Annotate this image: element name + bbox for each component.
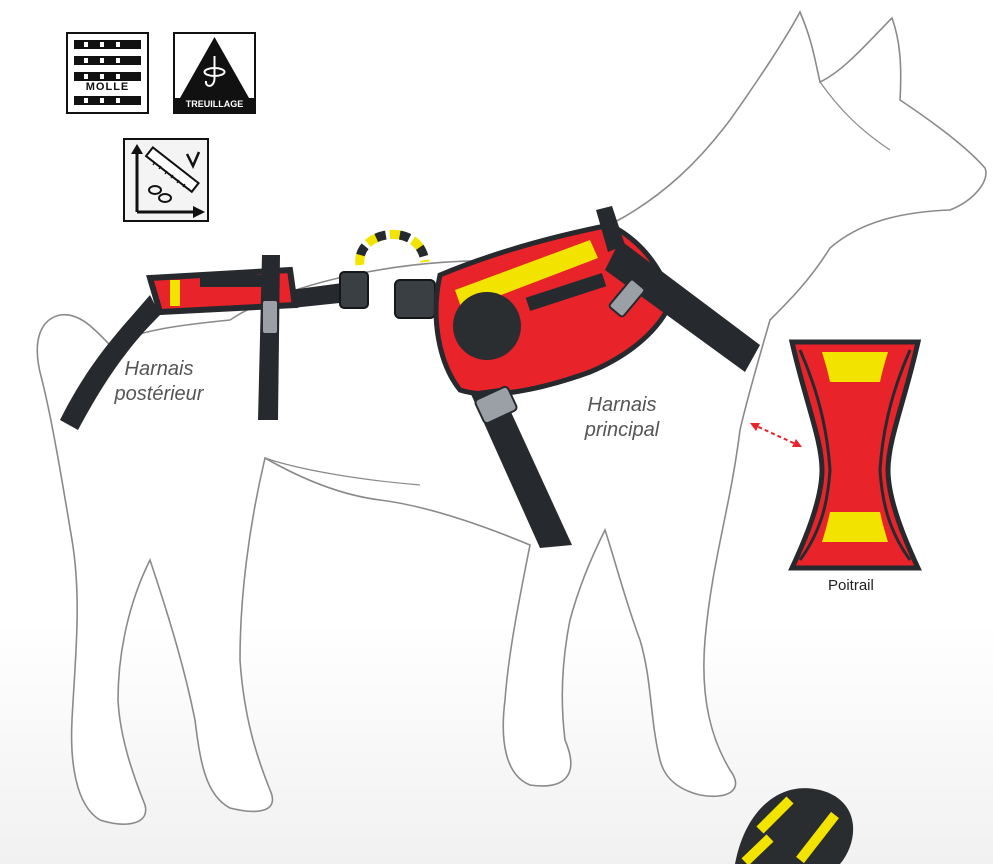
- treuillage-badge: TREUILLAGE: [173, 32, 256, 114]
- molle-webbing-icon: [68, 34, 147, 112]
- rear-harness-label: Harnais postérieur: [104, 357, 214, 407]
- chest-plate-label: Poitrail: [828, 577, 874, 594]
- molle-badge-text: MOLLE: [68, 81, 147, 93]
- chest-plate-bottom-stripe: [822, 512, 888, 542]
- adjustable-measure-icon: [125, 140, 207, 220]
- connecting-buckle: [340, 272, 368, 308]
- main-harness-patch: [453, 292, 521, 360]
- main-harness-label-line1: Harnais: [572, 393, 672, 418]
- main-harness-label: Harnais principal: [572, 393, 672, 443]
- main-harness-label-line2: principal: [572, 418, 672, 443]
- handle-buckle: [395, 280, 435, 318]
- adjustable-badge: [123, 138, 209, 222]
- double-arrow-connector: [752, 424, 800, 446]
- molle-badge: MOLLE: [66, 32, 149, 114]
- rear-harness-label-line1: Harnais: [104, 357, 214, 382]
- rear-harness-label-line2: postérieur: [104, 382, 214, 407]
- rear-harness-buckle: [262, 300, 278, 334]
- yellow-black-handle: [360, 234, 425, 265]
- chest-plate-top-stripe: [822, 352, 888, 382]
- treuillage-badge-text: TREUILLAGE: [175, 99, 254, 110]
- chest-plate-inset: [792, 342, 918, 568]
- rear-harness-reflective-stripe: [170, 280, 180, 306]
- rear-harness-molle-patch: [200, 275, 270, 287]
